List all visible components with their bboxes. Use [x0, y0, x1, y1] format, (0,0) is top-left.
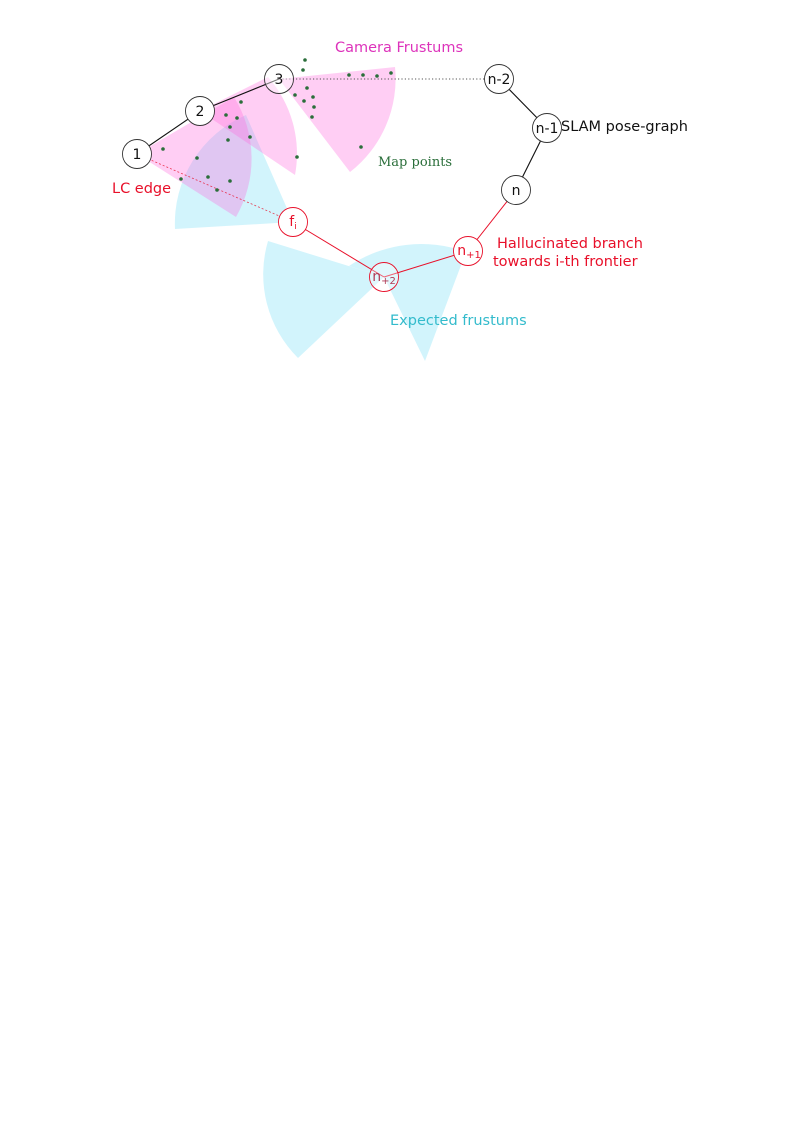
node-n-plus-1-subscript: +1 [466, 250, 481, 261]
map-point [224, 113, 228, 117]
map-point [312, 105, 316, 109]
slam-pose-graph-label: SLAM pose-graph [561, 119, 688, 135]
map-points [161, 58, 393, 192]
map-point [179, 177, 183, 181]
expected-frustums-label: Expected frustums [390, 313, 527, 329]
node-fi-subscript: i [294, 222, 297, 232]
node-n-plus-1: n+1 [453, 236, 483, 266]
camera-frustum-1 [137, 97, 252, 217]
lc-edge [136, 153, 294, 223]
node-n-label: n [512, 183, 521, 199]
svg-text:n+1: n+1 [457, 243, 481, 261]
map-point [359, 145, 363, 149]
map-point [301, 68, 305, 72]
map-point [302, 99, 306, 103]
camera-frustum-3 [279, 67, 396, 172]
pose-graph-nodes: 1 2 3 n-2 n-1 n [122, 64, 562, 205]
camera-frustums-label: Camera Frustums [335, 40, 463, 56]
map-point [206, 175, 210, 179]
node-3: 3 [264, 64, 294, 94]
map-point [161, 147, 165, 151]
map-point [215, 188, 219, 192]
expected-frustum-fi [174, 115, 293, 229]
map-point [239, 100, 243, 104]
map-point [235, 116, 239, 120]
node-n-minus-2: n-2 [484, 64, 514, 94]
map-point [347, 73, 351, 77]
map-point [293, 93, 297, 97]
node-n-plus-2: n+2 [369, 262, 399, 292]
node-n-plus-1-base: n [457, 243, 466, 259]
annotations: Camera Frustums SLAM pose-graph Map poin… [112, 40, 688, 329]
expected-frustums [174, 115, 466, 361]
map-point [311, 95, 315, 99]
map-point [226, 138, 230, 142]
node-fi-base: f [289, 214, 295, 230]
node-2: 2 [185, 96, 215, 126]
map-point [228, 125, 232, 129]
node-1-label: 1 [133, 147, 142, 163]
map-point [248, 135, 252, 139]
map-point [303, 58, 307, 62]
map-point [228, 179, 232, 183]
expected-frustum-n-plus-2-right [349, 244, 466, 361]
expected-frustum-n-plus-2-left [263, 241, 384, 358]
node-n-minus-2-label: n-2 [488, 72, 511, 88]
lc-edge-label: LC edge [112, 181, 171, 197]
hallucinated-branch-label-line1: Hallucinated branch [497, 236, 643, 252]
svg-text:n+2: n+2 [372, 269, 396, 287]
map-point [375, 74, 379, 78]
node-2-label: 2 [196, 104, 205, 120]
node-1: 1 [122, 139, 152, 169]
map-points-label: Map points [378, 155, 452, 170]
node-n-plus-2-subscript: +2 [381, 276, 396, 287]
map-point [389, 71, 393, 75]
svg-text:fi: fi [289, 214, 296, 232]
node-n-minus-1-label: n-1 [536, 121, 559, 137]
hallucinated-branch-label-line2: towards i-th frontier [493, 254, 638, 270]
map-point [310, 115, 314, 119]
map-point [305, 86, 309, 90]
camera-frustums [137, 67, 396, 217]
node-3-label: 3 [275, 72, 284, 88]
node-n-plus-2-base: n [372, 269, 381, 285]
map-point [361, 73, 365, 77]
node-frontier-fi: fi [278, 207, 308, 237]
hallucinated-nodes: fi n+1 n+2 [278, 207, 483, 292]
node-n: n [501, 175, 531, 205]
map-point [195, 156, 199, 160]
hallucinated-edge-n+2-fi [292, 221, 385, 278]
map-point [295, 155, 299, 159]
node-n-minus-1: n-1 [532, 113, 562, 143]
